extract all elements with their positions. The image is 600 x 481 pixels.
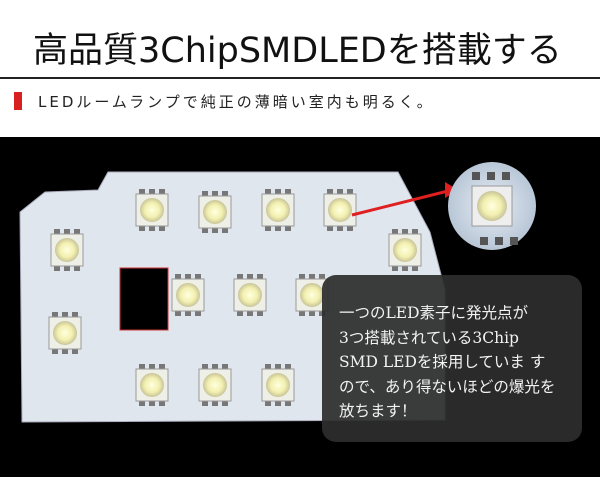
led-chip <box>198 364 232 406</box>
led-chip <box>135 364 169 406</box>
led-chip <box>323 189 357 231</box>
pointer-line <box>351 188 453 217</box>
callout-line: SMD LEDを採用していま す <box>339 353 546 371</box>
led-chip <box>48 312 82 354</box>
callout-line: ので、あり得ないほどの爆光を <box>339 377 556 396</box>
led-chip <box>171 274 205 316</box>
led-chip <box>198 191 232 233</box>
led-chip <box>50 229 84 271</box>
callout-line: 一つのLED素子に発光点が <box>339 304 529 322</box>
led-chip <box>135 189 169 231</box>
callout-line: 3つ搭載されている3Chip <box>339 328 519 347</box>
subtitle: LEDルームランプで純正の薄暗い室内も明るく。 <box>38 93 435 111</box>
red-bullet-marker <box>14 92 22 110</box>
led-chip <box>261 189 295 231</box>
board-cutout <box>119 267 169 331</box>
led-chip <box>261 364 295 406</box>
callout-line: 放ちます！ <box>339 402 417 420</box>
divider <box>0 77 600 79</box>
led-chip <box>233 274 267 316</box>
page-title: 高品質3ChipSMDLEDを搭載する <box>33 31 562 71</box>
description-callout: 一つのLED素子に発光点が 3つ搭載されている3Chip SMD LEDを採用し… <box>322 275 582 442</box>
led-chip <box>388 229 422 271</box>
